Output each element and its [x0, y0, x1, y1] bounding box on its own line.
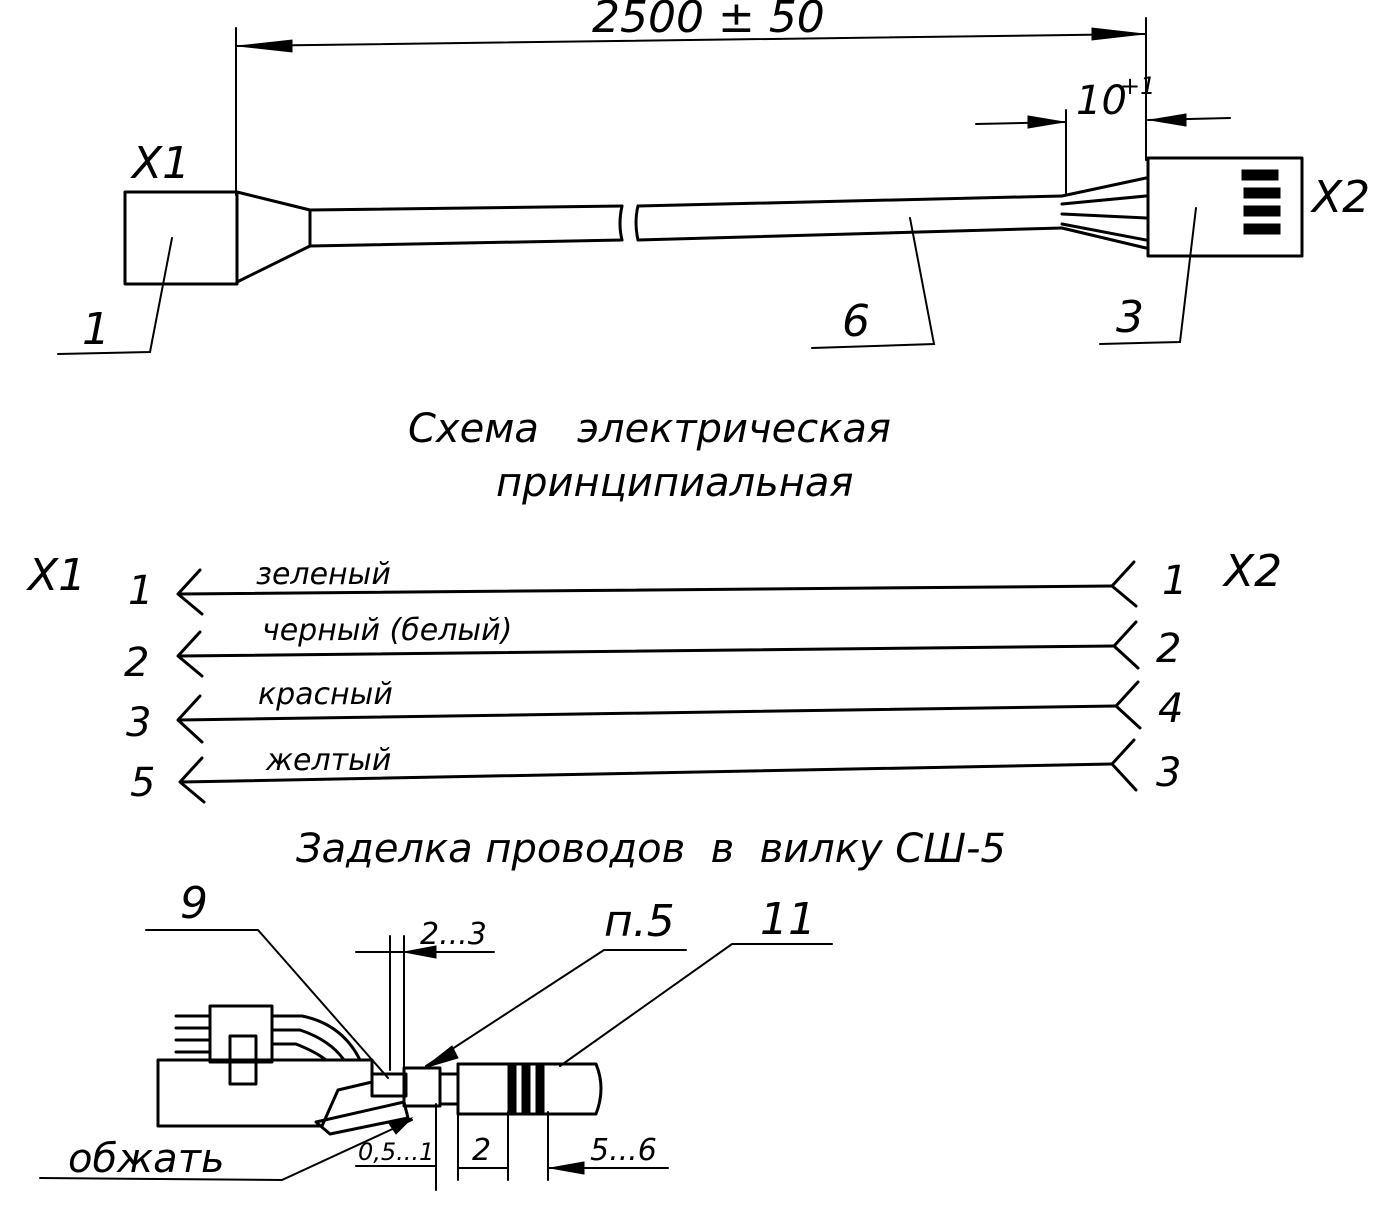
schematic-x2-label: X2 — [1222, 546, 1282, 597]
wire-row-4: 5 желтый 3 — [130, 738, 1181, 806]
cable-break-marks — [618, 204, 640, 242]
wire-4-socket-icon — [178, 756, 206, 804]
connector-x1-boot — [235, 190, 312, 284]
cable-top-view: 2500 ± 50 X1 10 +1 X2 1 6 3 — [57, 0, 1370, 355]
wire-2-pin-icon — [1112, 620, 1140, 670]
length-dimension-line — [235, 33, 1147, 47]
wire-3-socket-icon — [176, 694, 204, 744]
sleeve-step — [438, 1072, 460, 1106]
wire-2-color: черный (белый) — [262, 613, 512, 648]
wire-row-3: 3 красный 4 — [126, 677, 1183, 746]
schematic-x1-label: X1 — [26, 550, 86, 601]
wire-1-line — [178, 584, 1114, 596]
schematic-title-line1: Схема электрическая — [408, 406, 891, 452]
plug-latch — [228, 1034, 258, 1086]
wire-3-left-pin: 3 — [126, 700, 151, 746]
plug-pins-left — [174, 1014, 212, 1054]
dim-2-3-arrow-icon — [403, 945, 437, 959]
cable-sheath-left — [308, 204, 624, 248]
tape-band-1 — [507, 1065, 517, 1113]
cable-sheath-right — [636, 194, 1064, 242]
callout-p5-leader — [425, 949, 687, 1067]
connector-x1-label: X1 — [130, 138, 190, 189]
wire-2-right-pin: 2 — [1156, 626, 1181, 672]
callout-p5-label: п.5 — [604, 896, 675, 947]
wire-ferrule — [370, 1072, 408, 1098]
wire-3-color: красный — [258, 677, 393, 712]
crimp-jaw — [314, 1100, 410, 1136]
callout-9-label: 9 — [180, 878, 208, 929]
wire-1-left-pin: 1 — [128, 568, 153, 614]
callout-6-label: 6 — [842, 296, 870, 347]
crimp-note-arrow-icon — [387, 1117, 414, 1135]
tape-band-3 — [535, 1065, 545, 1113]
wire-2-socket-icon — [176, 630, 204, 678]
wire-3-right-pin: 4 — [1158, 686, 1183, 732]
dim-5-6-label: 5...6 — [590, 1133, 657, 1168]
schematic-title-line2: принципиальная — [496, 460, 853, 506]
callout-11-leader — [559, 943, 833, 1067]
x2-pin-4 — [1243, 223, 1281, 235]
wire-1-color: зеленый — [256, 557, 391, 592]
wire-1-right-pin: 1 — [1162, 558, 1187, 604]
strip-arrow-left-icon — [1027, 115, 1065, 129]
wire-4-right-pin: 3 — [1156, 750, 1181, 796]
wire-4-pin-icon — [1110, 738, 1138, 792]
tape-band-2 — [521, 1065, 531, 1113]
strip-dimension-label: 10 — [1076, 78, 1127, 124]
callout-p5-arrow-icon — [423, 1045, 459, 1069]
callout-3-leader — [1099, 207, 1197, 345]
crimp-note: обжать — [68, 1136, 225, 1182]
wire-1-socket-icon — [176, 568, 204, 616]
callout-6-leader — [811, 217, 936, 349]
dim-arrow-left-icon — [237, 39, 293, 53]
strip-tolerance-label: +1 — [1120, 72, 1155, 100]
dim-5-6-arrow-icon — [549, 1161, 585, 1175]
dim-2-3-label: 2...3 — [420, 917, 487, 952]
callout-11-label: 11 — [760, 894, 816, 945]
cable-jacket — [456, 1062, 603, 1116]
dim-05-1-label: 0,5...1 — [358, 1138, 434, 1166]
wire-row-2: 2 черный (белый) 2 — [124, 613, 1181, 686]
plug-top-block — [208, 1004, 274, 1064]
wire-4-color: желтый — [265, 743, 391, 778]
wire-2-left-pin: 2 — [124, 640, 149, 686]
stripped-wires — [1060, 176, 1148, 250]
callout-1-label: 1 — [82, 304, 110, 355]
termination-title: Заделка проводов в вилку СШ-5 — [296, 826, 1006, 872]
callout-9-leader — [145, 929, 389, 1079]
plug-wire-bends — [270, 1014, 362, 1062]
crimp-note-leader — [39, 1119, 413, 1182]
connector-x2-label: X2 — [1310, 172, 1370, 223]
length-dimension-label: 2500 ± 50 — [592, 0, 825, 43]
callout-1-leader — [57, 237, 173, 355]
x2-pin-2 — [1243, 187, 1281, 199]
sleeve-9 — [402, 1066, 442, 1108]
x2-pin-3 — [1243, 205, 1281, 217]
wire-3-pin-icon — [1114, 680, 1142, 730]
strip-arrow-right-icon — [1149, 113, 1187, 127]
callout-3-label: 3 — [1116, 292, 1144, 343]
x2-pin-1 — [1241, 169, 1279, 181]
connector-x1-body — [123, 190, 239, 286]
wire-2-line — [178, 644, 1116, 658]
dim-arrow-right-icon — [1091, 27, 1145, 41]
wire-3-line — [178, 704, 1118, 722]
wiring-schematic: Схема электрическая принципиальная X1 X2… — [26, 406, 1282, 806]
wire-4-line — [180, 762, 1114, 784]
wire-4-left-pin: 5 — [130, 760, 155, 806]
connector-x2-body — [1146, 156, 1304, 258]
wire-1-pin-icon — [1110, 560, 1138, 608]
wire-row-1: 1 зеленый 1 — [128, 557, 1187, 616]
termination-detail: Заделка проводов в вилку СШ-5 9 2...3 п.… — [39, 826, 1006, 1191]
dim-2-label: 2 — [472, 1133, 491, 1168]
